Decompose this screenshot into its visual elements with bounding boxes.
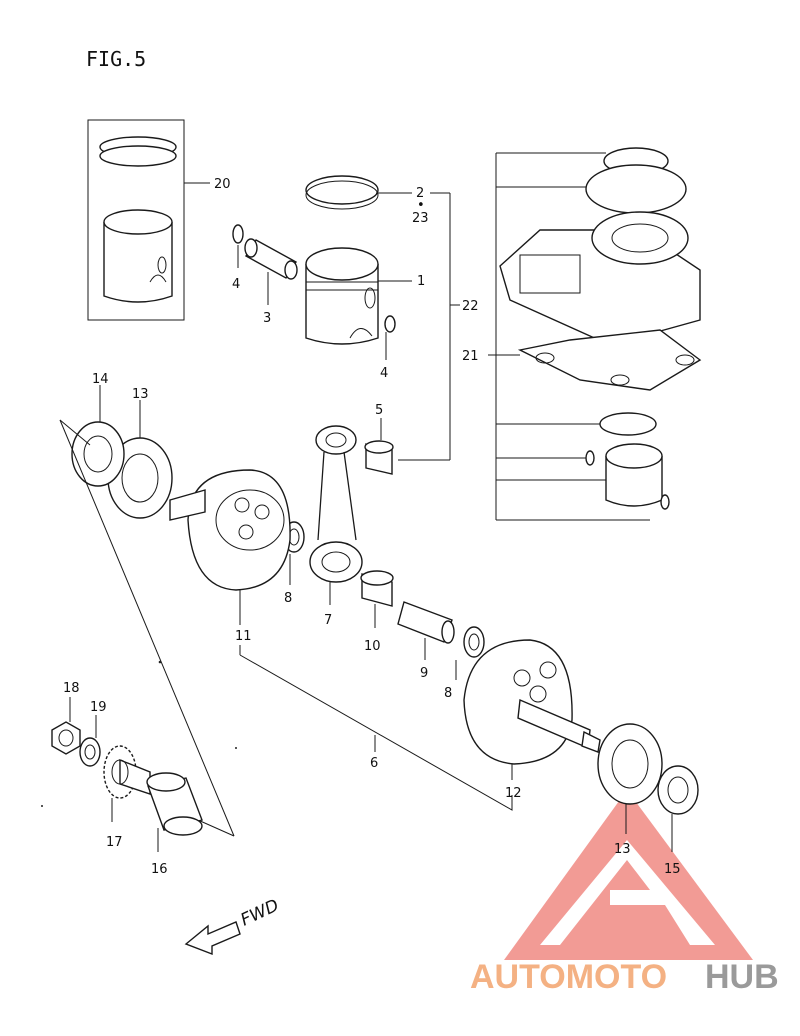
label-21: 21 <box>462 349 479 364</box>
oil-seal-right: 15 <box>657 765 699 877</box>
label-5: 5 <box>375 403 383 418</box>
piston-pin: 3 <box>244 238 298 326</box>
crankshaft-nut: 18 <box>51 681 81 755</box>
label-17: 17 <box>106 835 123 850</box>
label-23: 23 <box>412 211 429 226</box>
piston-ring <box>305 175 379 205</box>
connecting-rod: 7 <box>309 425 363 628</box>
label-18: 18 <box>63 681 80 696</box>
label-16: 16 <box>151 862 168 877</box>
fwd-label: FWD <box>238 896 282 931</box>
label-11: 11 <box>235 629 252 644</box>
label-2-dot: • <box>417 198 425 213</box>
crankshaft-right-half: 12 <box>463 639 601 801</box>
label-8b: 8 <box>444 686 452 701</box>
label-6: 6 <box>370 756 378 771</box>
label-4b: 4 <box>380 366 388 381</box>
forward-direction-indicator: FWD <box>184 896 282 956</box>
label-7: 7 <box>324 613 332 628</box>
label-3: 3 <box>263 311 271 326</box>
piston-kit-box: 20 <box>87 119 231 321</box>
crankshaft-left-half: 11 <box>169 469 291 644</box>
label-15: 15 <box>664 862 681 877</box>
label-2: 2 <box>416 186 424 201</box>
watermark-text-hub: HUB <box>705 958 779 996</box>
lock-washer: 19 <box>79 700 107 767</box>
label-8a: 8 <box>284 591 292 606</box>
oil-seal-left: 14 <box>71 372 125 487</box>
cylinder-kit: 21 <box>462 147 702 521</box>
thrust-washer-right <box>463 626 485 658</box>
figure-title: FIG.5 <box>86 47 146 71</box>
main-bearing-right: 13 <box>597 723 663 857</box>
crank-pin: 9 <box>397 601 455 681</box>
big-end-needle-bearing: 10 <box>360 570 394 654</box>
label-4a: 4 <box>232 277 240 292</box>
small-end-needle-bearing: 5 <box>364 403 394 475</box>
watermark-text-automoto: AUTOMOTO <box>470 958 667 996</box>
primary-drive-gear: 17 <box>103 745 151 850</box>
watermark-logo: AUTOMOTO HUB <box>470 790 779 996</box>
label-10: 10 <box>364 639 381 654</box>
piston: 1 <box>305 247 425 345</box>
label-12: 12 <box>505 786 522 801</box>
label-19: 19 <box>90 700 107 715</box>
label-22: 22 <box>462 299 479 314</box>
piston-pin-clip-right <box>384 315 396 333</box>
label-14: 14 <box>92 372 109 387</box>
label-20: 20 <box>214 177 231 192</box>
label-9: 9 <box>420 666 428 681</box>
label-13a: 13 <box>132 387 149 402</box>
label-13b: 13 <box>614 842 631 857</box>
label-1: 1 <box>417 274 425 289</box>
crankshaft-spacer: 16 <box>146 772 203 877</box>
piston-pin-clip <box>232 224 244 244</box>
